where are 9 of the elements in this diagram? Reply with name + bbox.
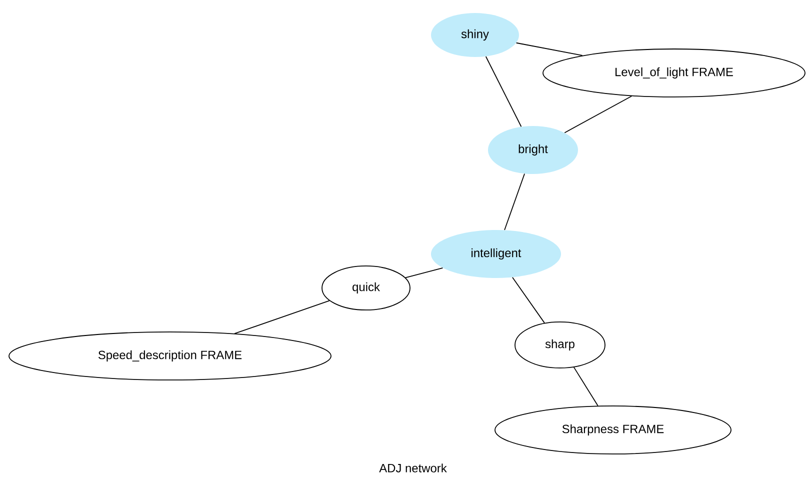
connector-line	[573, 366, 598, 406]
connector-line	[516, 42, 583, 56]
connector-line	[564, 96, 632, 134]
connector-line	[405, 267, 444, 278]
connector-line	[485, 56, 522, 128]
connector-line	[512, 276, 545, 324]
caption: ADJ network	[379, 464, 447, 472]
connector-line	[504, 173, 525, 230]
connector-line	[234, 300, 330, 334]
